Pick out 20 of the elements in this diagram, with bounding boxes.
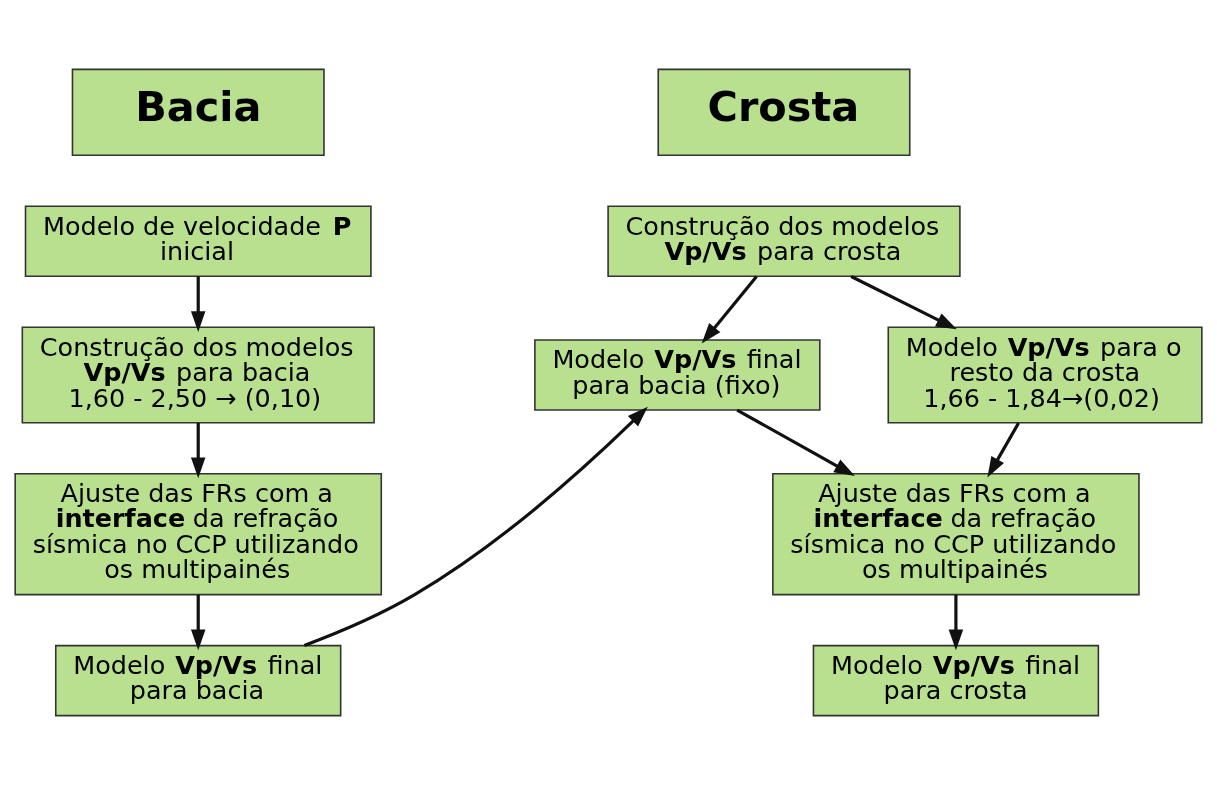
node-box: Construção dos modelos Vp/Vs para bacia 1,60 - 2,50 → (0,10) [21, 326, 375, 424]
arrow [190, 422, 206, 479]
arrow [987, 422, 1020, 478]
arrow [736, 408, 855, 477]
arrow [190, 594, 206, 651]
node-box: Bacia [71, 68, 325, 157]
arrow [948, 594, 964, 651]
node-box: Modelo Vp/Vs para o resto da crosta 1,66 - 1,84→(0,02) [887, 326, 1203, 424]
arrow [190, 276, 206, 332]
node-box: Crosta [657, 68, 911, 157]
node-box: Modelo de velocidade P inicial [24, 205, 372, 278]
node-box: Modelo Vp/Vs final para crosta [812, 644, 1100, 717]
arrow [701, 275, 758, 344]
node-box: Modelo Vp/Vs final para bacia (fixo) [534, 339, 821, 411]
arrow [303, 406, 648, 647]
node-box: Ajuste das FRs com a interface da refração sísmica no CCP utilizando os multipainés [772, 472, 1140, 596]
node-box: Modelo Vp/Vs final para bacia [54, 644, 342, 717]
arrow [850, 275, 957, 330]
node-box: Construção dos modelos Vp/Vs para crosta [607, 205, 961, 278]
node-box: Ajuste das FRs com a interface da refração sísmica no CCP utilizando os multipainés [14, 472, 383, 596]
